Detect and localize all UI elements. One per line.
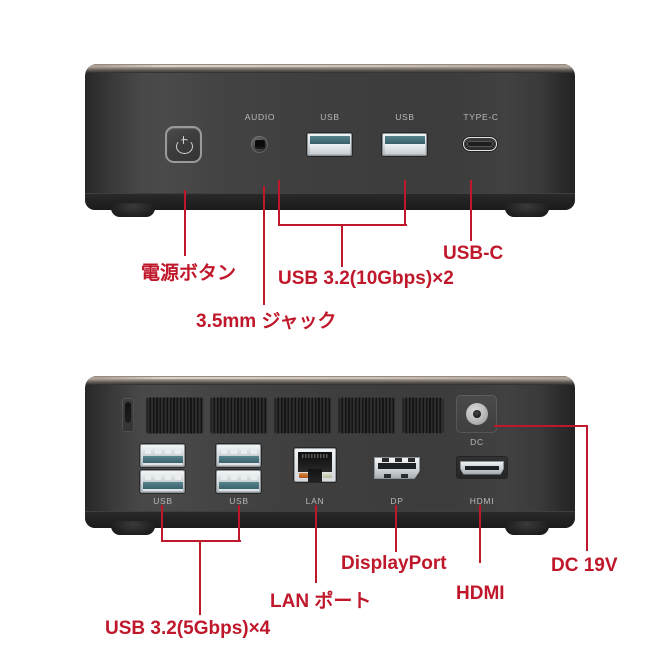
annotation-power-button: 電源ボタン bbox=[141, 263, 237, 284]
rear-foot-right bbox=[505, 521, 549, 535]
dp-notch bbox=[382, 458, 389, 462]
lan-port[interactable] bbox=[294, 448, 336, 482]
leader-usb-right-stem bbox=[404, 180, 407, 226]
power-icon bbox=[176, 136, 191, 152]
front-foot-left bbox=[111, 203, 155, 217]
lan-tab bbox=[308, 469, 322, 482]
leader-power-button bbox=[184, 190, 187, 256]
leader-audio-jack bbox=[263, 186, 266, 305]
usb-strip bbox=[218, 455, 259, 464]
vent-3 bbox=[274, 397, 332, 434]
front-bottom-band bbox=[85, 193, 575, 210]
vent-2 bbox=[210, 397, 268, 434]
rear-chassis: DC bbox=[85, 376, 575, 528]
lan-led-orange bbox=[298, 472, 308, 478]
usb-strip bbox=[309, 135, 350, 144]
leader-usb-left-stem bbox=[278, 180, 281, 226]
front-chassis: AUDIO USB USB TYPE-C bbox=[85, 64, 575, 210]
annotation-usb-10gbps: USB 3.2(10Gbps)×2 bbox=[278, 268, 454, 289]
rear-device: DC bbox=[85, 376, 575, 535]
leader-lan bbox=[315, 505, 318, 583]
dc-jack-ring-icon bbox=[465, 403, 488, 425]
label-dp: DP bbox=[390, 496, 404, 506]
security-lock-slot bbox=[122, 398, 134, 432]
rear-usb-port-1[interactable] bbox=[140, 444, 185, 467]
usb-contact-block bbox=[142, 472, 183, 482]
annotation-dc-19v: DC 19V bbox=[551, 555, 618, 576]
usb-strip bbox=[142, 481, 183, 490]
label-rear-usb-left: USB bbox=[153, 496, 173, 506]
leader-hdmi bbox=[479, 505, 482, 563]
label-rear-usb-right: USB bbox=[229, 496, 249, 506]
power-button[interactable] bbox=[165, 126, 202, 163]
vent-1 bbox=[146, 397, 204, 434]
rear-usb-port-2[interactable] bbox=[140, 470, 185, 493]
rear-bottom-band bbox=[85, 511, 575, 528]
front-type-c-port[interactable] bbox=[463, 137, 497, 151]
front-foot-right bbox=[505, 203, 549, 217]
dp-notch bbox=[401, 474, 408, 478]
usb-contact-block bbox=[309, 143, 350, 154]
label-usb-1: USB bbox=[320, 112, 340, 122]
annotation-usb-5gbps: USB 3.2(5Gbps)×4 bbox=[105, 618, 271, 639]
leader-rear-usb-drop bbox=[199, 540, 202, 615]
vent-4 bbox=[338, 397, 396, 434]
rear-usb-port-4[interactable] bbox=[216, 470, 261, 493]
audio-jack-port[interactable] bbox=[251, 136, 268, 153]
label-dc: DC bbox=[470, 437, 484, 447]
hdmi-cavity bbox=[460, 460, 504, 475]
front-top-edge bbox=[85, 64, 575, 73]
annotation-lan-port: LAN ポート bbox=[270, 591, 372, 612]
label-audio: AUDIO bbox=[244, 112, 276, 122]
usb-contact-block bbox=[218, 472, 259, 482]
leader-displayport bbox=[395, 505, 398, 552]
annotation-displayport: DisplayPort bbox=[341, 553, 447, 574]
usb-teeth bbox=[219, 474, 259, 483]
dc-power-jack[interactable] bbox=[456, 395, 497, 433]
usb-cavity bbox=[218, 472, 259, 491]
leader-dc-vertical bbox=[586, 425, 589, 551]
usb-cavity bbox=[384, 135, 425, 154]
front-usb-port-1[interactable] bbox=[307, 133, 352, 156]
usb-cavity bbox=[142, 446, 183, 465]
leader-rear-usb-left-stem bbox=[161, 505, 164, 542]
dp-notch bbox=[408, 458, 415, 462]
lan-cavity bbox=[298, 452, 332, 472]
usb-cavity bbox=[218, 446, 259, 465]
front-device: AUDIO USB USB TYPE-C bbox=[85, 64, 575, 217]
annotation-usb-c: USB-C bbox=[443, 243, 504, 264]
usb-teeth bbox=[143, 448, 183, 457]
leader-usb-drop bbox=[341, 224, 344, 267]
usb-teeth bbox=[219, 448, 259, 457]
usb-strip bbox=[384, 135, 425, 144]
rear-top-edge bbox=[85, 376, 575, 385]
usb-strip bbox=[218, 481, 259, 490]
usb-contact-block bbox=[218, 446, 259, 456]
dp-notch bbox=[395, 458, 402, 462]
usb-cavity bbox=[142, 472, 183, 491]
usb-contact-block bbox=[384, 143, 425, 154]
usb-contact-block bbox=[142, 446, 183, 456]
leader-dc-horizontal bbox=[494, 425, 588, 428]
dp-notch bbox=[384, 474, 391, 478]
front-usb-port-2[interactable] bbox=[382, 133, 427, 156]
leader-rear-usb-right-stem bbox=[238, 505, 241, 542]
label-hdmi: HDMI bbox=[469, 496, 495, 506]
leader-usb-c bbox=[470, 180, 473, 241]
annotation-hdmi: HDMI bbox=[456, 583, 505, 604]
displayport-port[interactable] bbox=[374, 457, 420, 479]
annotation-audio-jack: 3.5mm ジャック bbox=[196, 311, 337, 332]
dp-slot bbox=[378, 463, 416, 469]
rear-foot-left bbox=[111, 521, 155, 535]
label-usb-2: USB bbox=[395, 112, 415, 122]
vent-5 bbox=[402, 397, 444, 434]
lan-led-green bbox=[322, 472, 332, 478]
usb-teeth bbox=[143, 474, 183, 483]
usb-strip bbox=[142, 455, 183, 464]
rear-usb-port-3[interactable] bbox=[216, 444, 261, 467]
hdmi-port[interactable] bbox=[457, 457, 507, 478]
usb-cavity bbox=[309, 135, 350, 154]
label-type-c: TYPE-C bbox=[463, 112, 499, 122]
label-lan: LAN bbox=[305, 496, 325, 506]
